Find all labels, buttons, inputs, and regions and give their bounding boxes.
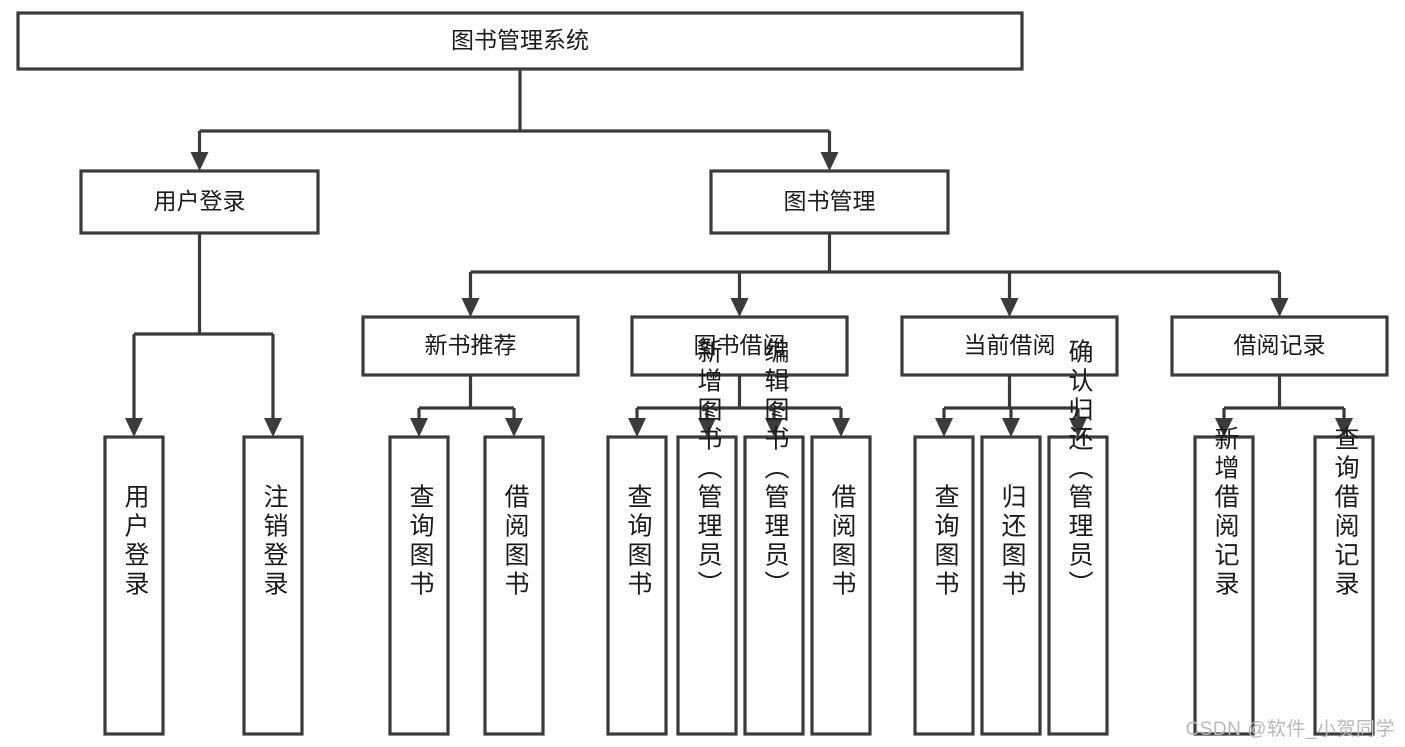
node-label: 用户登录 (154, 188, 246, 214)
edge-arrowhead (820, 152, 839, 171)
node-label: 新增借阅记录 (1211, 426, 1240, 600)
edge-arrowhead (730, 298, 749, 317)
node-level3-当前借阅[interactable]: 当前借阅 (900, 315, 1119, 377)
edge-arrowhead (1335, 418, 1353, 437)
node-label: 图书管理系统 (451, 27, 589, 53)
node-box (913, 435, 975, 736)
node-leaf-查询图书[interactable]: 查询图书 (913, 435, 975, 736)
node-label: 确认归还（管理员） (1065, 339, 1094, 600)
node-level2-用户登录[interactable]: 用户登录 (79, 169, 320, 235)
node-box (242, 435, 304, 736)
edge-arrowhead (1069, 418, 1087, 437)
node-leaf-新增借阅记录[interactable]: 新增借阅记录 (1193, 426, 1255, 736)
node-box (79, 169, 320, 235)
node-leaf-用户登录[interactable]: 用户登录 (103, 435, 165, 736)
node-box (743, 435, 805, 736)
node-box (630, 315, 849, 377)
node-box (1313, 435, 1375, 736)
edge-arrowhead (935, 418, 953, 437)
node-leaf-新增图书管理员[interactable]: 新增图书（管理员） (676, 339, 738, 736)
edge-arrowhead (190, 152, 209, 171)
node-leaf-借阅图书[interactable]: 借阅图书 (483, 435, 545, 736)
node-box (361, 315, 580, 377)
node-level3-新书推荐[interactable]: 新书推荐 (361, 315, 580, 377)
edge-arrowhead (832, 418, 850, 437)
node-label: 查询图书 (624, 484, 653, 600)
node-label: 查询图书 (406, 484, 435, 600)
node-level2-图书管理[interactable]: 图书管理 (709, 169, 950, 235)
node-box (1193, 435, 1255, 736)
node-leaf-归还图书[interactable]: 归还图书 (980, 435, 1042, 736)
node-label: 图书借阅 (694, 332, 786, 358)
node-label: 注销登录 (260, 484, 289, 600)
node-leaf-查询图书[interactable]: 查询图书 (388, 435, 450, 736)
edge-arrowhead (765, 418, 783, 437)
node-label: 新增图书（管理员） (694, 339, 723, 600)
node-label: 借阅图书 (828, 484, 857, 600)
node-leaf-查询图书[interactable]: 查询图书 (606, 435, 668, 736)
node-box (606, 435, 668, 736)
node-label: 新书推荐 (425, 332, 517, 358)
node-box (1047, 435, 1109, 736)
node-leaf-编辑图书管理员[interactable]: 编辑图书（管理员） (743, 339, 805, 736)
node-box (103, 435, 165, 736)
edge-arrowhead (505, 418, 523, 437)
edge-arrowhead (628, 418, 646, 437)
node-box (16, 11, 1024, 71)
node-label: 图书管理 (784, 188, 876, 214)
node-label: 借阅记录 (1234, 332, 1326, 358)
node-label: 归还图书 (998, 484, 1027, 600)
node-box (709, 169, 950, 235)
edge-arrowhead (1270, 298, 1289, 317)
node-box (388, 435, 450, 736)
edges-layer (125, 69, 1353, 437)
edge-arrowhead (1002, 418, 1020, 437)
node-leaf-借阅图书[interactable]: 借阅图书 (810, 435, 872, 736)
edge-arrowhead (125, 418, 143, 437)
node-label: 用户登录 (121, 484, 150, 600)
node-label: 当前借阅 (964, 332, 1056, 358)
node-label: 编辑图书（管理员） (761, 339, 790, 600)
node-leaf-注销登录[interactable]: 注销登录 (242, 435, 304, 736)
edge-arrowhead (264, 418, 282, 437)
edge-arrowhead (1215, 418, 1233, 437)
node-box (980, 435, 1042, 736)
edge-arrowhead (1000, 298, 1019, 317)
edge-arrowhead (461, 298, 480, 317)
node-box (483, 435, 545, 736)
node-label: 借阅图书 (501, 484, 530, 600)
node-level3-图书借阅[interactable]: 图书借阅 (630, 315, 849, 377)
node-root-图书管理系统[interactable]: 图书管理系统 (16, 11, 1024, 71)
node-leaf-查询借阅记录[interactable]: 查询借阅记录 (1313, 426, 1375, 736)
nodes-layer: 图书管理系统用户登录图书管理新书推荐图书借阅当前借阅借阅记录用户登录注销登录查询… (16, 11, 1389, 736)
node-box (676, 435, 738, 736)
node-label: 查询图书 (931, 484, 960, 600)
node-box (810, 435, 872, 736)
node-box (1170, 315, 1389, 377)
node-box (900, 315, 1119, 377)
node-label: 查询借阅记录 (1331, 426, 1360, 600)
node-leaf-确认归还管理员[interactable]: 确认归还（管理员） (1047, 339, 1109, 736)
edge-arrowhead (410, 418, 428, 437)
edge-arrowhead (698, 418, 716, 437)
node-level3-借阅记录[interactable]: 借阅记录 (1170, 315, 1389, 377)
